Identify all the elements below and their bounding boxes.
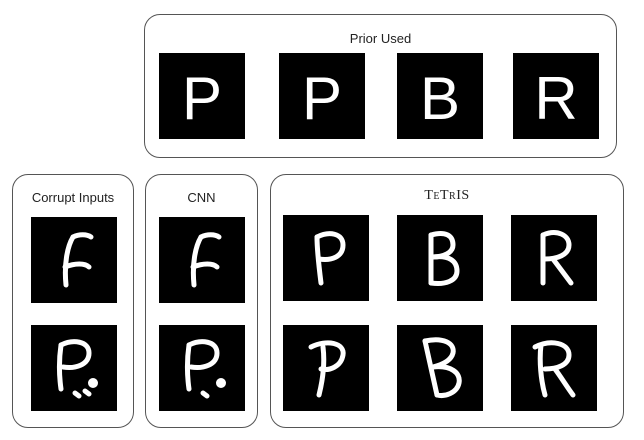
corrupt-input-f-image <box>31 217 117 303</box>
corrupt-inputs-title: Corrupt Inputs <box>31 190 115 205</box>
tetris-p-bottom-image <box>283 325 369 411</box>
tetris-r-top-image <box>511 215 597 301</box>
corrupt-inputs-panel: Corrupt Inputs <box>12 174 134 428</box>
prior-used-title: Prior Used <box>349 31 412 46</box>
tetris-b-bottom-image <box>397 325 483 411</box>
tetris-p-top-image <box>283 215 369 301</box>
corrupt-input-p-image <box>31 325 117 411</box>
cnn-output-p-image <box>159 325 245 411</box>
prior-letter-3: B <box>420 65 460 132</box>
cnn-panel: CNN <box>145 174 258 428</box>
prior-tile-3: B <box>397 53 483 139</box>
prior-letter-1: P <box>182 65 222 132</box>
tetris-panel: TeTrIS <box>270 174 624 428</box>
tetris-b-top-image <box>397 215 483 301</box>
prior-tile-2: P <box>279 53 365 139</box>
prior-used-panel: Prior Used P P B R <box>144 14 617 158</box>
cnn-output-f-image <box>159 217 245 303</box>
prior-tile-1: P <box>159 53 245 139</box>
tetris-r-bottom-image <box>511 325 597 411</box>
cnn-title: CNN <box>187 190 216 205</box>
prior-letter-4: R <box>534 65 577 132</box>
prior-letter-2: P <box>302 65 342 132</box>
tetris-title: TeTrIS <box>424 188 470 203</box>
prior-tile-4: R <box>513 53 599 139</box>
